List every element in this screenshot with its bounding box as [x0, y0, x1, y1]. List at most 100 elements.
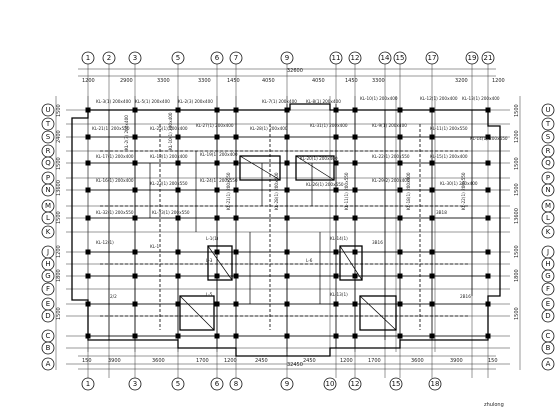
axis-bubble-label: K — [46, 228, 51, 236]
axis-bubble-circle — [541, 282, 555, 296]
dim-label-bottom: 1700 — [368, 358, 381, 364]
axis-bubble-right: U — [541, 103, 555, 117]
axis-bubble-left: L — [41, 211, 55, 225]
axis-bubble-top: 3 — [128, 51, 142, 65]
dim-label-right: 1500 — [514, 104, 520, 117]
beam-annotation: KL-16(1) 200x400 — [96, 178, 134, 183]
dim-label-bottom: 2450 — [255, 358, 268, 364]
column — [284, 134, 290, 140]
axis-bubble-left: U — [41, 103, 55, 117]
column — [214, 215, 220, 221]
axis-bubble-label: C — [46, 332, 51, 340]
axis-bubble-circle — [41, 117, 55, 131]
axis-bubble-bottom: 3 — [128, 377, 142, 391]
axis-bubble-label: P — [546, 174, 550, 182]
dim-label-right: 13600 — [514, 208, 520, 224]
axis-bubble-top: 14 — [378, 51, 392, 65]
axis-bubble-label: L — [546, 214, 550, 222]
axis-bubble-bottom: 18 — [428, 377, 442, 391]
beam-annotation: KL-28(1) 200x400 — [250, 126, 288, 131]
axis-bubble-bottom: 10 — [323, 377, 337, 391]
axis-bubble-circle — [541, 225, 555, 239]
column — [214, 187, 220, 193]
axis-bubble-circle — [378, 51, 392, 65]
axis-bubble-circle — [280, 377, 294, 391]
column — [233, 301, 239, 307]
axis-bubble-label: 6 — [215, 54, 220, 62]
axis-bubble-circle — [465, 51, 479, 65]
axis-bubble-circle — [102, 51, 116, 65]
beam-annotation: KL-29(2) 200x400 — [372, 178, 410, 183]
dim-label-top: 1200 — [492, 78, 505, 84]
axis-bubble-left: K — [41, 225, 55, 239]
stair-diagonal — [339, 245, 363, 281]
axis-bubble-right: B — [541, 341, 555, 355]
axis-bubble-bottom: 15 — [389, 377, 403, 391]
walls — [71, 103, 501, 357]
column — [85, 215, 91, 221]
axis-bubble-label: L — [46, 214, 50, 222]
dim-label-left: 13600 — [56, 180, 62, 196]
dim-label-left: 1200 — [56, 245, 62, 258]
axis-bubble-left: A — [41, 357, 55, 371]
beam-annotation: 2/2 — [110, 294, 117, 299]
axis-bubble-right: H — [541, 257, 555, 271]
axis-bubble-left: R — [41, 144, 55, 158]
axis-bubble-label: D — [545, 312, 550, 320]
column — [429, 301, 435, 307]
stair-opening — [239, 155, 281, 181]
dim-total-bottom: 32450 — [287, 362, 303, 368]
axis-bubble-circle — [541, 130, 555, 144]
axis-bubble-top: 1 — [81, 51, 95, 65]
axis-bubble-circle — [210, 377, 224, 391]
axis-bubble-label: 3 — [133, 380, 137, 388]
axis-bubble-label: 6 — [215, 380, 220, 388]
column — [284, 215, 290, 221]
beam-annotation: L-5 — [206, 292, 213, 297]
column — [429, 273, 435, 279]
column — [233, 187, 239, 193]
beam-annotation-vertical: KL-2(3) 200x400 — [124, 115, 129, 150]
axis-bubble-top: 5 — [171, 51, 185, 65]
column — [485, 273, 491, 279]
column — [233, 134, 239, 140]
stair-diagonal — [359, 295, 397, 331]
axis-bubble-label: R — [46, 147, 51, 155]
column — [233, 249, 239, 255]
axis-bubble-left: H — [41, 257, 55, 271]
beam-annotation: KL-23(1) 200x550 — [150, 181, 188, 186]
axis-bubble-label: 9 — [285, 54, 289, 62]
column — [284, 301, 290, 307]
axis-bubble-left: G — [41, 269, 55, 283]
axis-bubble-label: 5 — [176, 54, 180, 62]
dim-label-top: 1450 — [345, 78, 358, 84]
dim-label-top: 4050 — [262, 78, 275, 84]
axis-bubble-label: 9 — [285, 380, 289, 388]
column — [284, 273, 290, 279]
beam-annotation: KL-7(1) 200x400 — [262, 99, 297, 104]
beam-annotation-vertical: KL-28(1) 200x400 — [274, 172, 279, 210]
beam-annotation: KL-17(1) 200x400 — [96, 154, 134, 159]
axis-bubble-label: M — [545, 202, 551, 210]
column — [429, 134, 435, 140]
columns — [85, 107, 491, 339]
dim-label-left: 1500 — [56, 211, 62, 224]
dim-label-left: 1500 — [56, 104, 62, 117]
column — [214, 301, 220, 307]
column — [485, 107, 491, 113]
axis-bubble-right: C — [541, 329, 555, 343]
axis-bubble-circle — [41, 225, 55, 239]
beam-annotation: KL-33(1) 200x550 — [152, 210, 190, 215]
beam-annotation: KL-20(1) 200x400 — [300, 156, 338, 161]
axis-bubble-label: 7 — [234, 54, 238, 62]
stair-opening — [207, 245, 233, 281]
beam-annotation: KL-27(1) 200x400 — [196, 123, 234, 128]
axis-bubble-label: T — [45, 120, 51, 128]
column — [429, 249, 435, 255]
axis-bubble-bottom: 9 — [280, 377, 294, 391]
dim-label-right: 1500 — [514, 183, 520, 196]
beam-annotation: KL-14(1) 200x550 — [470, 136, 508, 141]
column — [333, 301, 339, 307]
axis-bubble-circle — [41, 309, 55, 323]
